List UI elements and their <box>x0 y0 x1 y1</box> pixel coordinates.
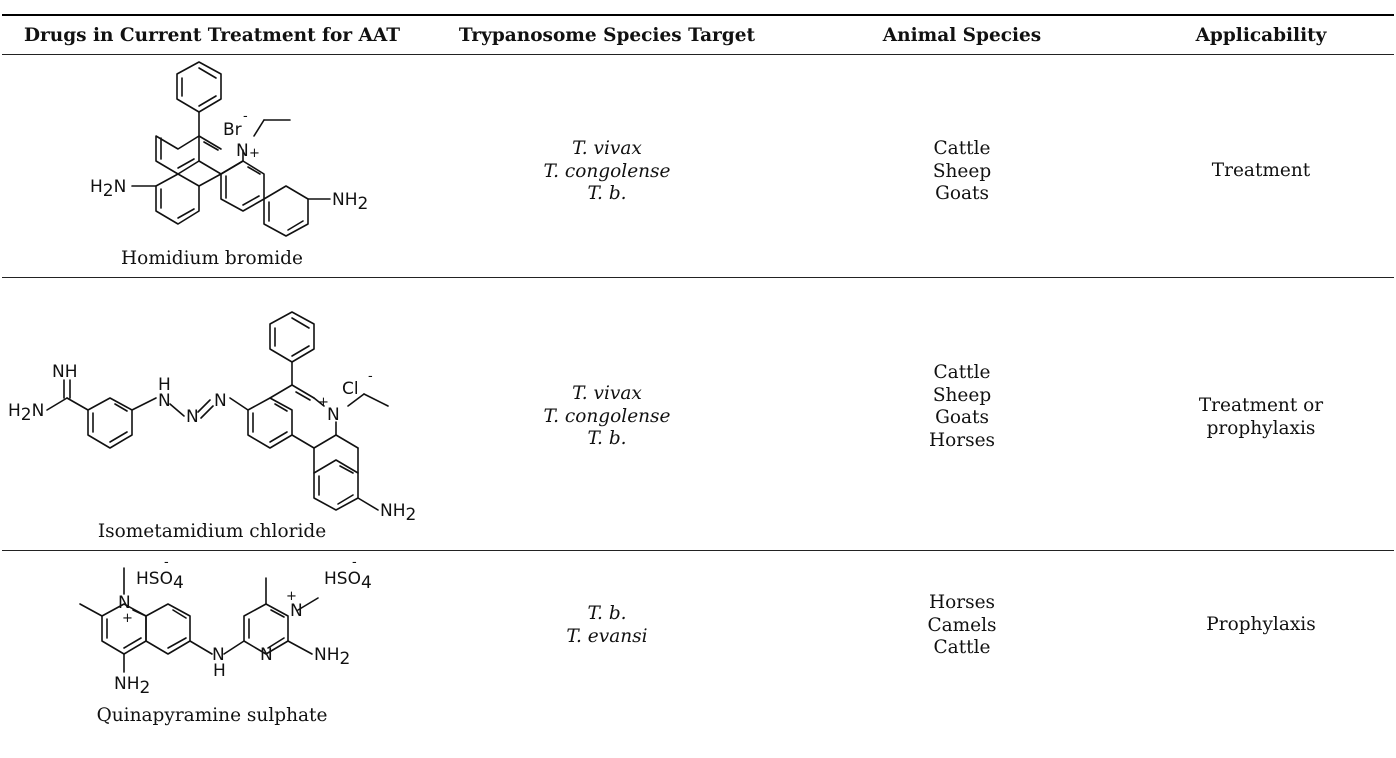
species-target-row3: T. b. T. evansi <box>566 603 648 647</box>
nitrogen-charge: + <box>318 395 329 410</box>
bromide-charge: - <box>243 109 248 124</box>
quinoline-nitrogen-charge: + <box>122 611 133 626</box>
applicability-row2: Treatment or prophylaxis <box>1198 395 1324 439</box>
hso4-charge-b: - <box>352 555 357 570</box>
header-applicability: Applicability <box>1195 25 1327 46</box>
amine-label-a: NH2 <box>114 674 150 698</box>
pyrimidine-nitrogen-label: N <box>290 601 303 621</box>
row-2-bottom-rule <box>2 550 1394 551</box>
amine-label: NH2 <box>380 501 416 525</box>
triazene-h-label: H <box>158 375 171 395</box>
header-bottom-rule <box>2 54 1394 55</box>
animal-species-row1: Cattle Sheep Goats <box>932 138 992 204</box>
quaternary-nitrogen-label: N <box>327 405 340 425</box>
right-amine-label: NH2 <box>332 190 368 214</box>
homidium-bromide-structure: Br - N + H2N NH2 <box>90 61 368 237</box>
hso4-charge-a: - <box>164 555 169 570</box>
chloride-charge: - <box>368 369 373 384</box>
nitrogen-charge: + <box>249 146 260 161</box>
amidine-h2n-label: H2N <box>8 401 44 425</box>
isometamidium-chloride-structure: NH H2N H N N N N + Cl - NH2 <box>8 311 416 525</box>
row-1-bottom-rule <box>2 277 1394 278</box>
animal-species-row2: Cattle Sheep Goats Horses <box>928 362 996 451</box>
hso4-label-a: HSO4 <box>136 569 184 593</box>
applicability-row3: Prophylaxis <box>1206 614 1316 635</box>
drug-name-isometamidium: Isometamidium chloride <box>97 521 327 542</box>
bridge-h-label: H <box>213 661 226 681</box>
triazene-n3-label: N <box>214 391 227 411</box>
amine-label-b: NH2 <box>314 645 350 669</box>
left-amine-label: H2N <box>90 177 126 201</box>
pyrimidine-n-label: N <box>260 645 273 665</box>
triazene-n1-label: N <box>158 391 171 411</box>
quaternary-nitrogen-label: N <box>236 141 249 161</box>
table-top-rule <box>2 14 1394 16</box>
pyrimidine-nitrogen-charge: + <box>286 589 297 604</box>
quinoline-nitrogen-label: N <box>118 593 131 613</box>
drug-name-quinapyramine: Quinapyramine sulphate <box>96 705 328 726</box>
triazene-n2-label: N <box>186 407 199 427</box>
animal-species-row3: Horses Camels Cattle <box>927 592 997 658</box>
species-target-row2: T. vivax T. congolense T. b. <box>543 383 671 449</box>
bridge-n-label: N <box>212 645 225 665</box>
quinapyramine-sulphate-structure: HSO4 - HSO4 - N + N + N H N NH2 NH2 <box>79 555 372 698</box>
header-drugs: Drugs in Current Treatment for AAT <box>23 25 401 46</box>
hso4-label-b: HSO4 <box>324 569 372 593</box>
chloride-label: Cl <box>342 379 359 399</box>
applicability-row1: Treatment <box>1211 160 1311 181</box>
bromide-label: Br <box>223 120 242 140</box>
amidine-nh-label: NH <box>52 362 78 382</box>
species-target-row1: T. vivax T. congolense T. b. <box>543 138 671 204</box>
header-animal-species: Animal Species <box>882 25 1042 46</box>
header-species-target: Trypanosome Species Target <box>458 25 756 46</box>
drug-name-homidium: Homidium bromide <box>121 248 303 269</box>
